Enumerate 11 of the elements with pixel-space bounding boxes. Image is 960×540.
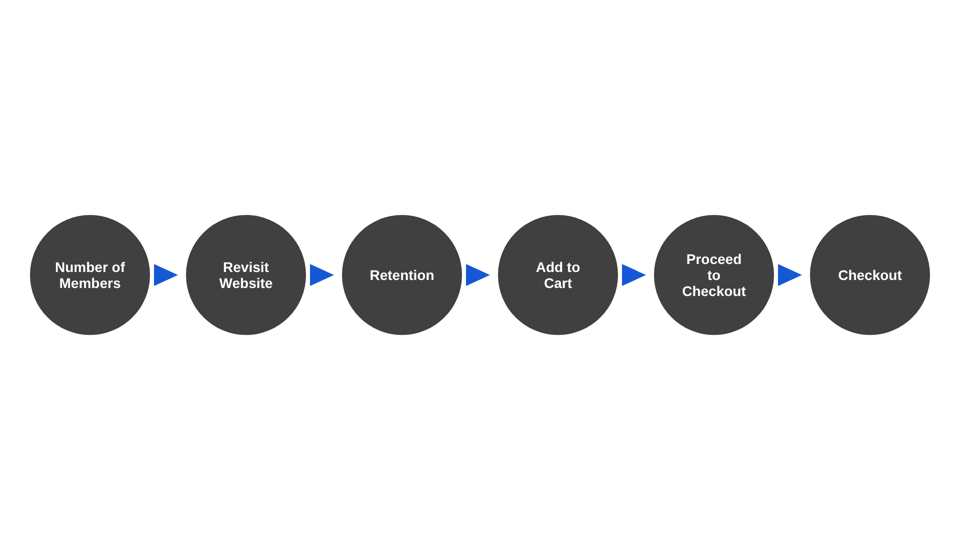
step-label: Checkout [837, 267, 903, 283]
step-label: Number of Members [55, 259, 125, 291]
arrow [778, 264, 802, 286]
arrow [154, 264, 178, 286]
step-label: Retention [368, 267, 436, 283]
step-label: Add to Cart [534, 259, 582, 291]
arrow [466, 264, 490, 286]
step-label: Revisit Website [218, 259, 274, 291]
arrow [622, 264, 646, 286]
step-label: Proceed to Checkout [681, 251, 747, 299]
arrow [310, 264, 334, 286]
